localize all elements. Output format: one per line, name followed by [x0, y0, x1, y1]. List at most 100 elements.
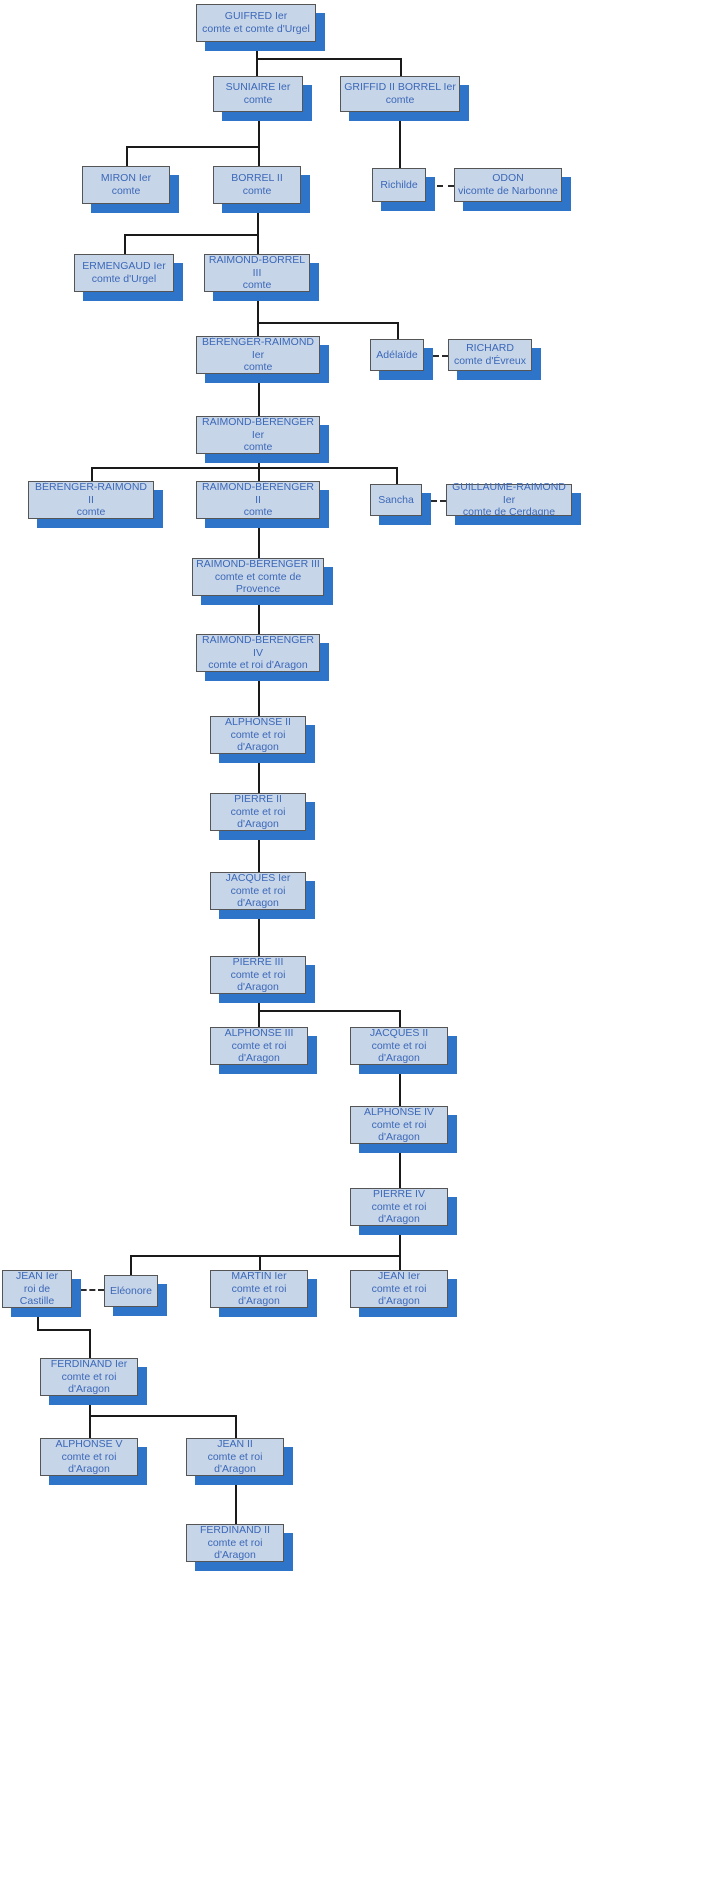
person-name: ALPHONSE III	[224, 1026, 294, 1039]
descent-line-horizontal	[89, 1415, 235, 1417]
node-body[interactable]: Richilde	[372, 168, 426, 202]
person-name: RICHARD	[466, 342, 514, 355]
person-title: comte et roi d'Aragon	[208, 659, 308, 672]
descent-line-vertical	[399, 112, 401, 168]
person-node-adelaide[interactable]: Adélaïde	[370, 339, 433, 380]
descent-line-vertical	[257, 204, 259, 254]
person-name: RAIMOND-BORREL III	[208, 253, 306, 279]
marriage-line	[424, 355, 448, 357]
person-name: RAIMOND-BÉRENGER IV	[201, 633, 314, 659]
person-node-richilde[interactable]: Richilde	[372, 168, 435, 211]
person-name: MIRON Ier	[100, 172, 152, 185]
descent-line-vertical	[258, 1010, 260, 1027]
node-body[interactable]: Sancha	[370, 484, 422, 516]
person-title: comte	[385, 94, 415, 106]
descent-line-vertical	[37, 1308, 39, 1330]
person-title: comte	[243, 361, 273, 374]
descent-line-vertical	[399, 1144, 401, 1188]
descent-line-vertical	[259, 1255, 261, 1270]
person-title: comte et comte d'Urgel	[202, 23, 310, 35]
person-title: comte d'Urgel	[91, 273, 157, 285]
person-title: comte	[243, 441, 273, 454]
descent-line-horizontal	[257, 322, 397, 324]
descent-line-vertical	[235, 1476, 237, 1524]
person-title: comte et roi d'Aragon	[231, 1282, 287, 1308]
descent-line-vertical	[399, 1065, 401, 1106]
person-name: ALPHONSE II	[225, 715, 291, 728]
descent-line-horizontal	[91, 467, 396, 469]
node-body[interactable]: Adélaïde	[370, 339, 424, 371]
descent-line-vertical	[258, 519, 260, 558]
person-title: comte	[242, 185, 272, 197]
node-body[interactable]: Eléonore	[104, 1275, 158, 1307]
person-title: comte et roi d'Aragon	[230, 805, 286, 831]
person-node-sancha[interactable]: Sancha	[370, 484, 431, 525]
person-node-eleonore[interactable]: Eléonore	[104, 1275, 167, 1316]
descent-line-vertical	[258, 374, 260, 416]
person-title: comte et roi d'Aragon	[371, 1200, 427, 1226]
